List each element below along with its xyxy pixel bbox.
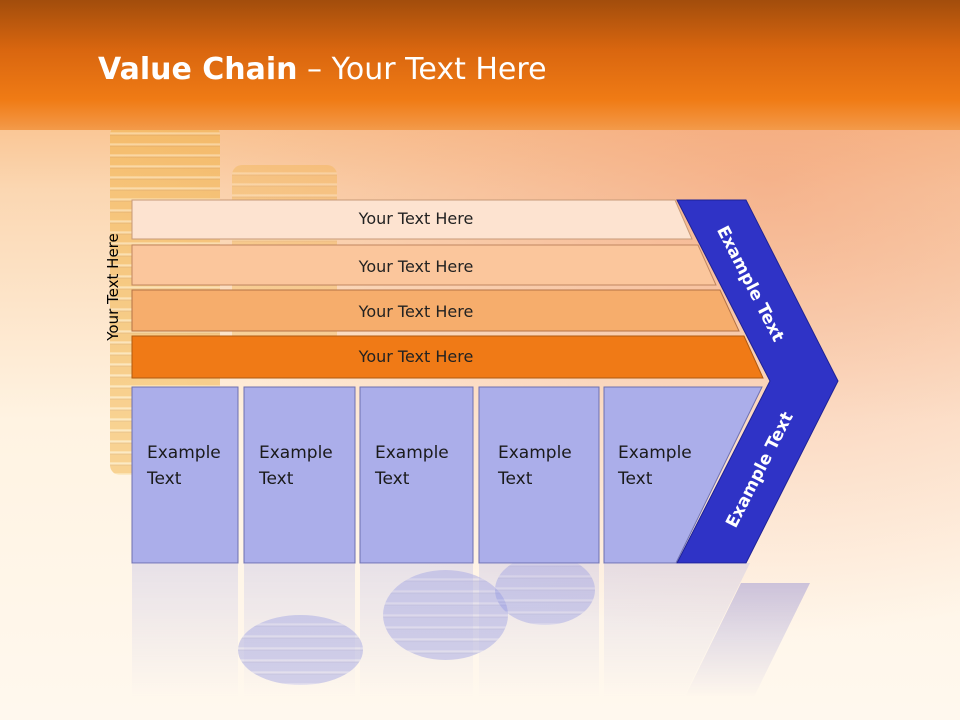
title-band <box>0 0 960 130</box>
box-line-1: Example <box>375 443 449 463</box>
blue-coin-image <box>495 555 595 625</box>
box-line-2: Text <box>498 469 533 489</box>
box-line-2: Text <box>618 469 653 489</box>
primary-box-2 <box>243 386 356 564</box>
box-line-2: Text <box>259 469 294 489</box>
margin-arrow <box>676 199 839 564</box>
support-bar-3 <box>131 289 740 332</box>
primary-box-1 <box>131 386 239 564</box>
title-rest: – Your Text Here <box>297 52 547 87</box>
support-bar-2 <box>131 244 717 286</box>
slide-title: Value Chain – Your Text Here <box>98 52 547 87</box>
support-bar-label-2: Your Text Here <box>358 257 474 276</box>
blue-coin-image <box>238 615 363 685</box>
primary-box-4 <box>478 386 600 564</box>
primary-box-5 <box>603 386 763 564</box>
support-bar-1 <box>131 199 693 240</box>
support-bar-label-1: Your Text Here <box>358 209 474 228</box>
title-bold: Value Chain <box>98 52 298 87</box>
support-bar-label-4: Your Text Here <box>358 347 474 366</box>
primary-box-3 <box>359 386 474 564</box>
box-line-1: Example <box>147 443 221 463</box>
support-bar-4 <box>131 335 764 379</box>
blue-coin-image <box>383 570 508 660</box>
box-line-2: Text <box>147 469 182 489</box>
box-line-1: Example <box>498 443 572 463</box>
box-line-1: Example <box>259 443 333 463</box>
support-bar-label-3: Your Text Here <box>358 302 474 321</box>
box-line-1: Example <box>618 443 692 463</box>
box-line-2: Text <box>375 469 410 489</box>
